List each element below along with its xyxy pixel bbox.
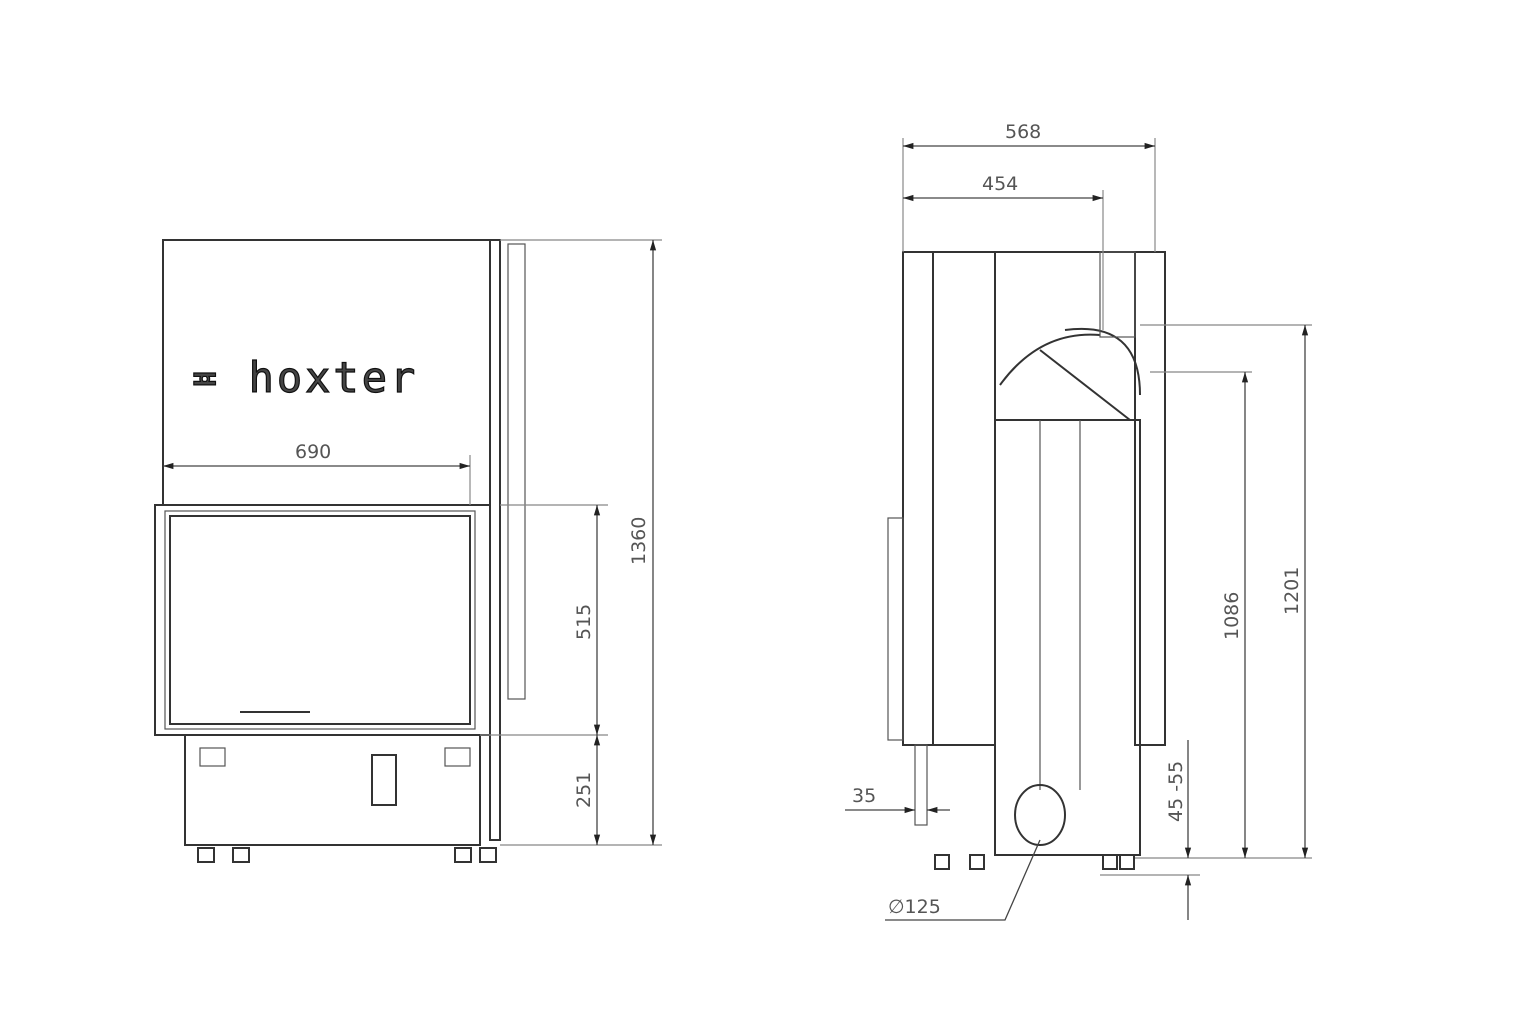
rear-panel [1134, 251, 1166, 746]
base-box [184, 734, 481, 846]
foot [934, 854, 950, 870]
side-strip [489, 239, 501, 841]
flue-baffle [999, 327, 1141, 421]
side-frame [507, 243, 526, 700]
feet [934, 854, 1135, 870]
side-panel [932, 251, 996, 746]
brand-logo: ≖ hoxter [192, 353, 418, 402]
dim-label-door-offset: 35 [852, 785, 876, 807]
base-vent-right [444, 747, 471, 767]
dim-label-flue-height: 1086 [1221, 592, 1243, 640]
front-frame [902, 251, 934, 746]
dim-label-total-depth: 568 [1005, 121, 1041, 143]
dim-label-flue-height-top: 1201 [1281, 567, 1303, 615]
door-offset-part [914, 744, 928, 826]
foot [1102, 854, 1118, 870]
dim-label-door-height: 515 [573, 604, 595, 640]
foot [197, 847, 215, 863]
foot [232, 847, 250, 863]
dim-label-flue-depth: 454 [982, 173, 1018, 195]
dim-label-air-inlet: ∅125 [888, 896, 941, 918]
glass-border [164, 510, 476, 730]
base-vent-left [199, 747, 226, 767]
leader-air-inlet [885, 839, 1041, 921]
firebox [994, 419, 1141, 856]
door-glass [169, 515, 471, 725]
front-view: ≖ hoxter 690 1360 515 251 [154, 239, 662, 863]
air-inlet [1014, 784, 1066, 846]
foot [1119, 854, 1135, 870]
side-view: 568 454 1201 1086 45 -55 35 ∅125 [845, 121, 1312, 921]
foot [479, 847, 497, 863]
foot [969, 854, 985, 870]
door-profile [887, 517, 904, 741]
dim-label-width: 690 [295, 441, 331, 463]
dim-label-total-height: 1360 [628, 517, 650, 565]
door-frame [154, 504, 491, 736]
foot [454, 847, 472, 863]
flue-collar [1099, 251, 1136, 338]
ash-handle [371, 754, 397, 806]
dim-label-base-height: 251 [573, 772, 595, 808]
dim-label-feet-adjust: 45 -55 [1165, 761, 1187, 822]
feet [197, 847, 497, 863]
